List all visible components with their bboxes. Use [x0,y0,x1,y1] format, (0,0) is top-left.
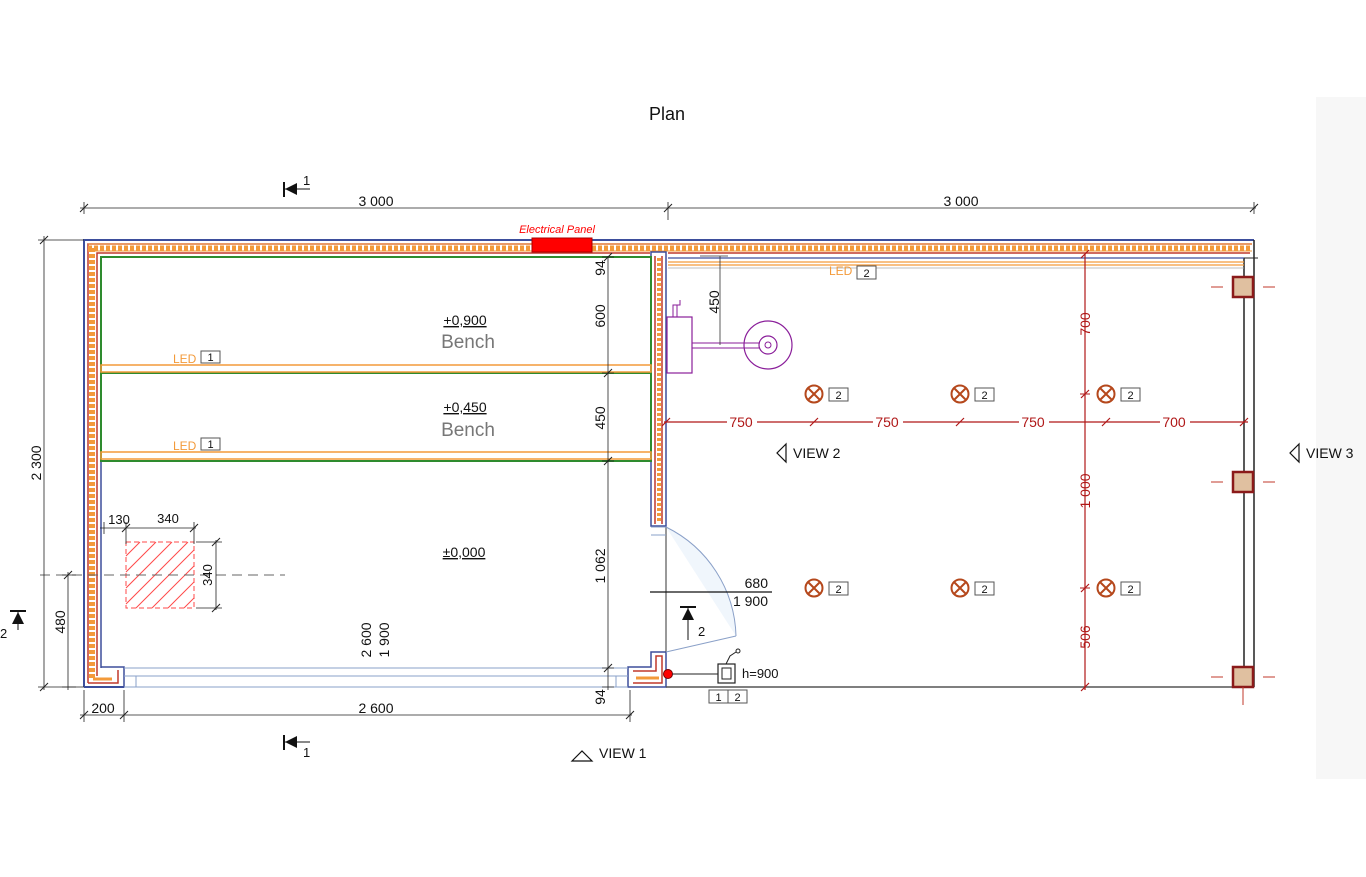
dim-bottom-200: 200 [91,700,115,716]
dim-right-1000: 1 000 [1077,473,1093,508]
dim-750-a: 750 [729,414,753,430]
svg-text:1: 1 [303,745,310,760]
light-5: 2 [950,578,995,598]
dim-750-b: 750 [875,414,899,430]
svg-text:VIEW 2: VIEW 2 [793,445,841,461]
led-label-2: LED 2 [829,264,877,280]
dim-hatch-130: 130 [108,512,130,527]
svg-text:2: 2 [981,584,987,596]
bench-lower-level: +0,450 [443,399,486,415]
dim-2600-vert: 2 600 [358,622,374,657]
switch-height-label: h=900 [742,666,779,681]
electrical-panel-label: Electrical Panel [519,224,595,236]
post-2 [1211,470,1275,494]
switch-tag-b: 2 [734,692,740,704]
section-marker-1-bottom: 1 [283,735,310,760]
section-marker-1-top: 1 [283,173,310,197]
dim-1900-vert: 1 900 [376,622,392,657]
section-marker-2-door: 2 [680,606,705,640]
dim-right-700: 700 [1077,312,1093,336]
light-3: 2 [1096,384,1141,404]
dim-750-c: 750 [1021,414,1045,430]
svg-text:VIEW 1: VIEW 1 [599,745,647,761]
light-4: 2 [804,578,849,598]
electrical-panel [531,237,593,253]
svg-text:LED: LED [173,352,197,366]
svg-text:2: 2 [981,390,987,402]
floor-drain-hatch [40,541,285,609]
svg-text:VIEW 3: VIEW 3 [1306,445,1354,461]
bench-lower-name: Bench [441,420,495,441]
page-title: Plan [648,104,686,124]
light-6: 2 [1096,578,1141,598]
walls [83,239,1258,688]
svg-text:LED: LED [173,439,197,453]
scrollbar-track[interactable] [1316,97,1366,779]
dim-600: 600 [592,304,608,328]
benches [100,256,652,462]
view-marker-1: VIEW 1 [570,745,647,762]
post-3 [1211,665,1275,705]
dim-450: 450 [592,406,608,430]
section-marker-2-left: 2 [0,610,26,641]
dim-94-top: 94 [592,260,608,276]
bench-upper-name: Bench [441,332,495,353]
dim-1062: 1 062 [592,548,608,583]
light-switch: h=900 1 2 [663,648,779,704]
svg-text:1: 1 [207,352,213,364]
dim-left-total: 2 300 [28,445,44,480]
post-1 [1211,275,1275,299]
posts [1211,275,1275,705]
dim-top-left: 3 000 [358,193,393,209]
dim-94-bottom: 94 [592,689,608,705]
svg-text:2: 2 [1127,584,1133,596]
dim-hatch-340-h: 340 [200,564,215,586]
svg-text:1: 1 [207,439,213,451]
svg-text:1: 1 [303,173,310,188]
view-marker-2: VIEW 2 [776,442,841,464]
dim-left-480: 480 [52,610,68,634]
svg-text:LED: LED [829,264,853,278]
sauna-heater [666,255,793,374]
svg-text:2: 2 [698,624,705,639]
dim-hatch-340-w: 340 [157,511,179,526]
svg-text:2: 2 [1127,390,1133,402]
dim-right-506: 506 [1077,625,1093,649]
bench-upper-level: +0,900 [443,312,486,328]
red-dimensions: 700 1 000 506 750 750 750 700 [661,249,1249,692]
floor-level: ±0,000 [443,544,486,560]
light-2: 2 [950,384,995,404]
dim-700-h: 700 [1162,414,1186,430]
dim-pipe-450: 450 [706,290,722,314]
black-dimensions: 3 000 3 000 2 300 480 200 2 600 94 600 4… [28,193,1259,722]
dim-top-right: 3 000 [943,193,978,209]
dim-bottom-2600: 2 600 [358,700,393,716]
view-marker-3: VIEW 3 [1289,442,1354,464]
svg-text:2: 2 [0,626,7,641]
svg-text:2: 2 [835,390,841,402]
led-label-1b: LED 1 [173,437,221,453]
light-1: 2 [804,384,849,404]
svg-text:2: 2 [863,268,869,280]
led-label-1a: LED 1 [173,350,221,366]
door [650,526,772,653]
svg-text:2: 2 [835,584,841,596]
dim-door-680: 680 [745,575,769,591]
dim-door-1900: 1 900 [733,593,768,609]
switch-tag-a: 1 [715,692,721,704]
ceiling-lights: 2 2 2 2 2 2 [804,384,1141,598]
